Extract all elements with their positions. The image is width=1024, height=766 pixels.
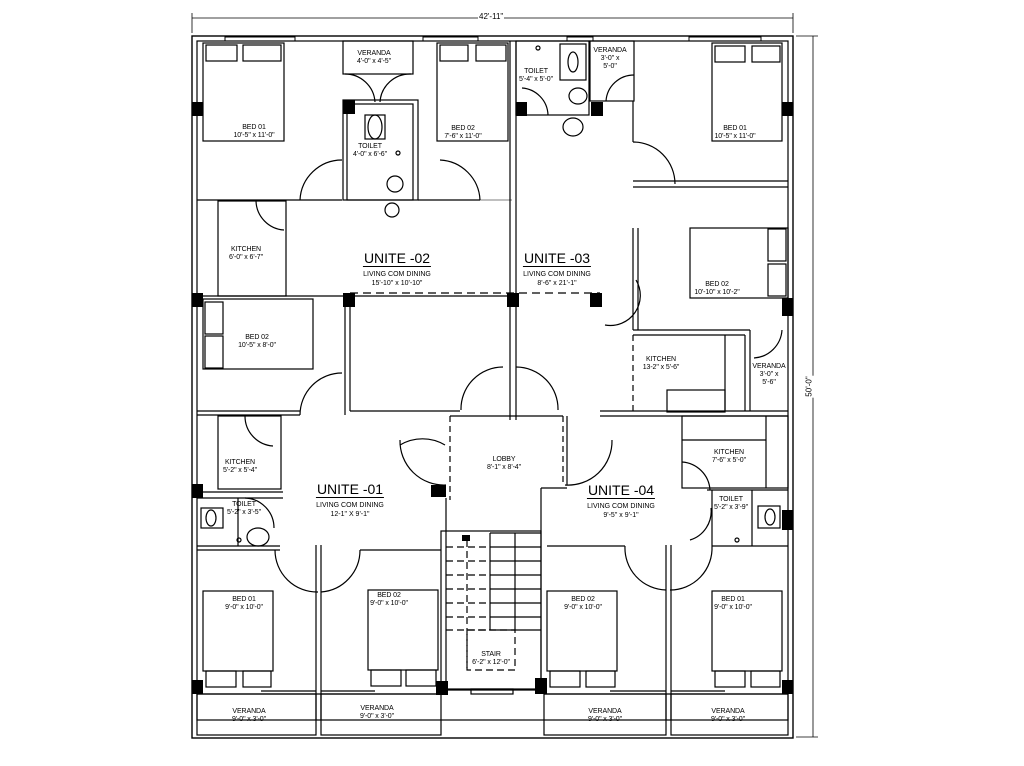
living-size: 12-1" X 9'-1": [330, 511, 370, 518]
living-label: LIVING COM DINING: [523, 271, 591, 278]
unit-02-heading: UNITE -02 LIVING COM DINING 15'-10" x 10…: [362, 250, 432, 288]
living-size: 15'-10" x 10'-10": [371, 280, 423, 287]
living-label: LIVING COM DINING: [316, 502, 384, 509]
unit-04-heading: UNITE -04 LIVING COM DINING 9'-5" x 9'-1…: [586, 482, 656, 520]
unit-title: UNITE -04: [586, 482, 656, 499]
unit-03-heading: UNITE -03 LIVING COM DINING 8'-6" x 21'-…: [522, 250, 592, 288]
living-label: LIVING COM DINING: [363, 271, 431, 278]
living-label: LIVING COM DINING: [587, 503, 655, 510]
unit-title: UNITE -01: [315, 481, 385, 498]
living-size: 8'-6" x 21'-1": [537, 280, 577, 287]
unit-title: UNITE -02: [362, 250, 432, 267]
overall-depth-dimension: 50'-0": [804, 375, 814, 398]
overall-width-dimension: 42'-11": [478, 12, 505, 21]
unit-title: UNITE -03: [522, 250, 592, 267]
unit-01-heading: UNITE -01 LIVING COM DINING 12-1" X 9'-1…: [315, 481, 385, 519]
structural-columns: [192, 100, 793, 695]
living-size: 9'-5" x 9'-1": [603, 512, 639, 519]
